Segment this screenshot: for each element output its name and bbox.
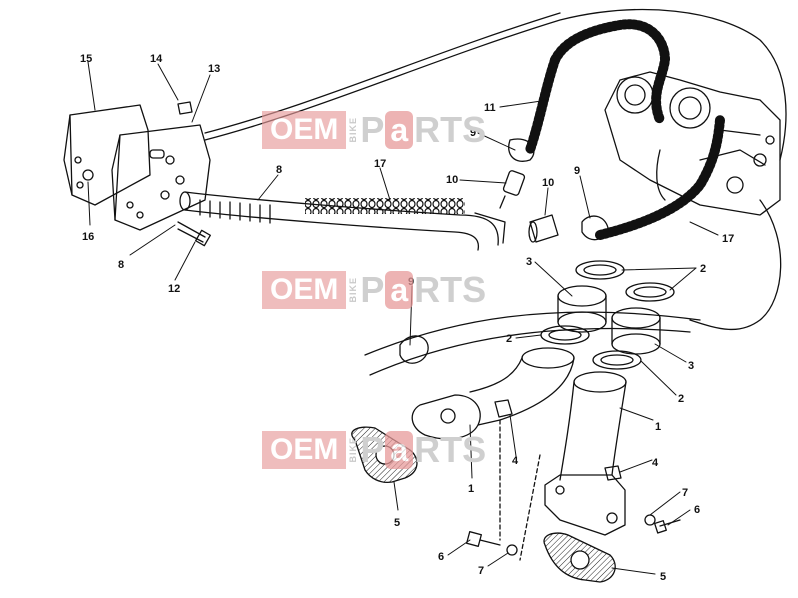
- label-14: 14: [150, 53, 163, 65]
- washer-16: [82, 169, 94, 181]
- ref-line-right: [519, 454, 541, 561]
- gasket-5-right: [543, 532, 616, 583]
- label-8-left: 8: [118, 259, 124, 271]
- washer-7-left: [506, 544, 518, 556]
- label-15: 15: [80, 53, 92, 65]
- connector-10-right: [528, 214, 559, 243]
- bracket-13: [111, 124, 211, 231]
- gasket-5-left: [351, 426, 418, 484]
- hose-right: [689, 199, 782, 331]
- label-4-left: 4: [512, 455, 519, 467]
- label-3-right: 3: [688, 360, 694, 372]
- label-6-left: 6: [438, 551, 444, 563]
- manifold-1-left: [411, 347, 575, 440]
- label-7-left: 7: [478, 565, 484, 577]
- label-9-top: 9: [470, 127, 476, 139]
- spring-11: [550, 19, 670, 125]
- nut-4-right: [604, 465, 622, 481]
- label-9-right: 9: [574, 165, 580, 177]
- part-labels: 15 14 13 16 8 8 12 17 11 9 10 10 9 17 3 …: [80, 53, 734, 583]
- clamp-9-top: [508, 138, 535, 162]
- nut-4-left: [494, 399, 513, 418]
- connector-10-left: [499, 170, 526, 209]
- label-2-right: 2: [678, 393, 684, 405]
- label-4-right: 4: [652, 457, 659, 469]
- label-10-right: 10: [542, 177, 554, 189]
- washer-7-right: [644, 514, 656, 526]
- label-1-right: 1: [655, 421, 661, 433]
- label-13: 13: [208, 63, 220, 75]
- bolt-12: [177, 221, 211, 247]
- leader-lines: [87, 61, 719, 575]
- bolt-14: [177, 101, 193, 115]
- bracket-15: [63, 104, 151, 206]
- sleeve-3-a: [557, 285, 607, 333]
- label-2-top: 2: [700, 263, 706, 275]
- label-7-right: 7: [682, 487, 688, 499]
- label-3-top: 3: [526, 256, 532, 268]
- label-17-right: 17: [722, 233, 734, 245]
- label-8-top: 8: [276, 164, 282, 176]
- vacuum-hoses: [364, 311, 701, 376]
- spring-17-left: [305, 198, 465, 214]
- label-5-right: 5: [660, 571, 666, 583]
- label-2-left: 2: [506, 333, 512, 345]
- label-16: 16: [82, 231, 94, 243]
- label-10-left: 10: [446, 174, 458, 186]
- intake-tube-8: [179, 191, 506, 251]
- label-12: 12: [168, 283, 180, 295]
- spring-17-right: [595, 115, 725, 240]
- label-11: 11: [484, 102, 496, 114]
- clamp-9-right: [581, 215, 609, 241]
- long-hose-top-inner: [204, 12, 561, 134]
- bolt-6-left: [466, 531, 501, 547]
- ring-2-b: [625, 282, 675, 302]
- label-17-top: 17: [374, 158, 386, 170]
- label-5-left: 5: [394, 517, 400, 529]
- ring-2-a: [575, 260, 625, 280]
- label-1-left: 1: [468, 483, 474, 495]
- bolt-6-right: [654, 519, 681, 534]
- ring-2-d: [592, 350, 642, 370]
- label-9-mid: 9: [408, 276, 414, 288]
- long-hose-top: [204, 8, 787, 161]
- label-6-right: 6: [694, 504, 700, 516]
- manifold-1-right: [544, 371, 627, 536]
- carburetor: [604, 71, 781, 216]
